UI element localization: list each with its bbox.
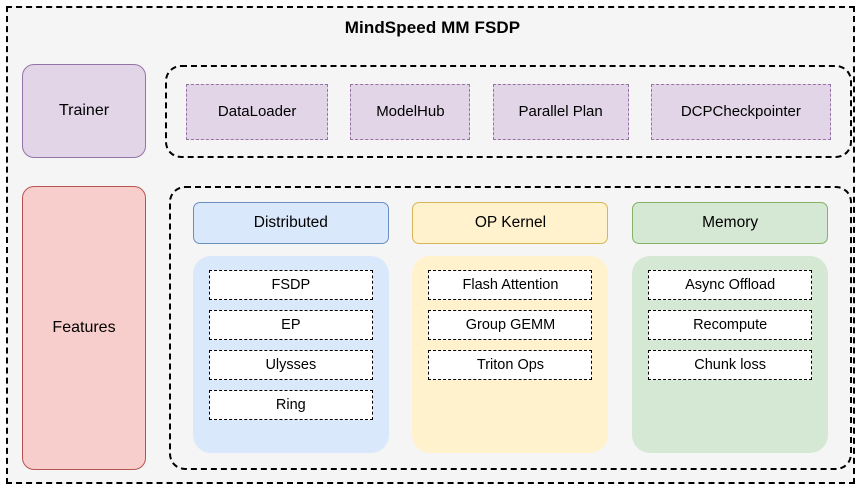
feature-item-ring[interactable]: Ring bbox=[208, 390, 373, 420]
feature-columns-group: Distributed FSDP EP Ulysses Ring bbox=[169, 186, 852, 470]
feature-item-triton-ops-label: Triton Ops bbox=[476, 357, 545, 373]
feature-item-ep-label: EP bbox=[281, 317, 301, 333]
feature-item-async-offload-label: Async Offload bbox=[685, 277, 776, 293]
column-panel-distributed: FSDP EP Ulysses Ring bbox=[192, 256, 389, 453]
module-chip-parallel-plan-label: Parallel Plan bbox=[518, 103, 603, 120]
trainer-modules-group: DataLoader ModelHub Parallel Plan DCPChe… bbox=[165, 65, 852, 158]
column-panel-op-kernel: Flash Attention Group GEMM Triton Ops bbox=[412, 256, 609, 453]
feature-item-group-gemm[interactable]: Group GEMM bbox=[428, 310, 593, 340]
diagram-outer-frame: MindSpeed MM FSDP Trainer DataLoader Mod… bbox=[6, 6, 855, 484]
feature-item-chunk-loss[interactable]: Chunk loss bbox=[648, 350, 813, 380]
diagram-title: MindSpeed MM FSDP bbox=[344, 18, 521, 37]
feature-item-ulysses[interactable]: Ulysses bbox=[208, 350, 373, 380]
module-chip-dataloader[interactable]: DataLoader bbox=[186, 83, 329, 140]
module-chip-modelhub-label: ModelHub bbox=[376, 103, 445, 120]
feature-item-ep[interactable]: EP bbox=[208, 310, 373, 340]
feature-item-triton-ops[interactable]: Triton Ops bbox=[428, 350, 593, 380]
feature-item-recompute-label: Recompute bbox=[693, 317, 768, 333]
trainer-label-card: Trainer bbox=[22, 64, 146, 158]
feature-item-ring-label: Ring bbox=[275, 397, 306, 413]
module-chip-dcpcheckpointer[interactable]: DCPCheckpointer bbox=[650, 83, 831, 140]
feature-column-memory: Memory Async Offload Recompute Chunk los… bbox=[632, 202, 829, 453]
feature-item-group-gemm-label: Group GEMM bbox=[465, 317, 556, 333]
column-header-op-kernel-label: OP Kernel bbox=[474, 214, 547, 231]
module-chip-dcpcheckpointer-label: DCPCheckpointer bbox=[680, 103, 801, 120]
feature-item-async-offload[interactable]: Async Offload bbox=[648, 270, 813, 300]
feature-item-fsdp[interactable]: FSDP bbox=[208, 270, 373, 300]
column-header-memory-label: Memory bbox=[702, 214, 759, 231]
feature-item-recompute[interactable]: Recompute bbox=[648, 310, 813, 340]
feature-item-chunk-loss-label: Chunk loss bbox=[694, 357, 766, 373]
column-panel-memory: Async Offload Recompute Chunk loss bbox=[632, 256, 829, 453]
feature-item-flash-attention[interactable]: Flash Attention bbox=[428, 270, 593, 300]
column-header-memory[interactable]: Memory bbox=[632, 202, 829, 244]
module-chip-parallel-plan[interactable]: Parallel Plan bbox=[492, 83, 629, 140]
features-label-card: Features bbox=[22, 186, 146, 470]
feature-item-fsdp-label: FSDP bbox=[271, 277, 311, 293]
feature-column-distributed: Distributed FSDP EP Ulysses Ring bbox=[192, 202, 389, 453]
feature-item-ulysses-label: Ulysses bbox=[265, 357, 317, 373]
module-chip-dataloader-label: DataLoader bbox=[217, 103, 297, 120]
column-header-distributed-label: Distributed bbox=[253, 214, 328, 231]
feature-item-flash-attention-label: Flash Attention bbox=[462, 277, 559, 293]
trainer-label-text: Trainer bbox=[58, 102, 110, 119]
column-header-distributed[interactable]: Distributed bbox=[192, 202, 389, 244]
feature-column-op-kernel: OP Kernel Flash Attention Group GEMM Tri… bbox=[412, 202, 609, 453]
column-header-op-kernel[interactable]: OP Kernel bbox=[412, 202, 609, 244]
module-chip-modelhub[interactable]: ModelHub bbox=[350, 83, 471, 140]
features-label-text: Features bbox=[52, 319, 116, 336]
